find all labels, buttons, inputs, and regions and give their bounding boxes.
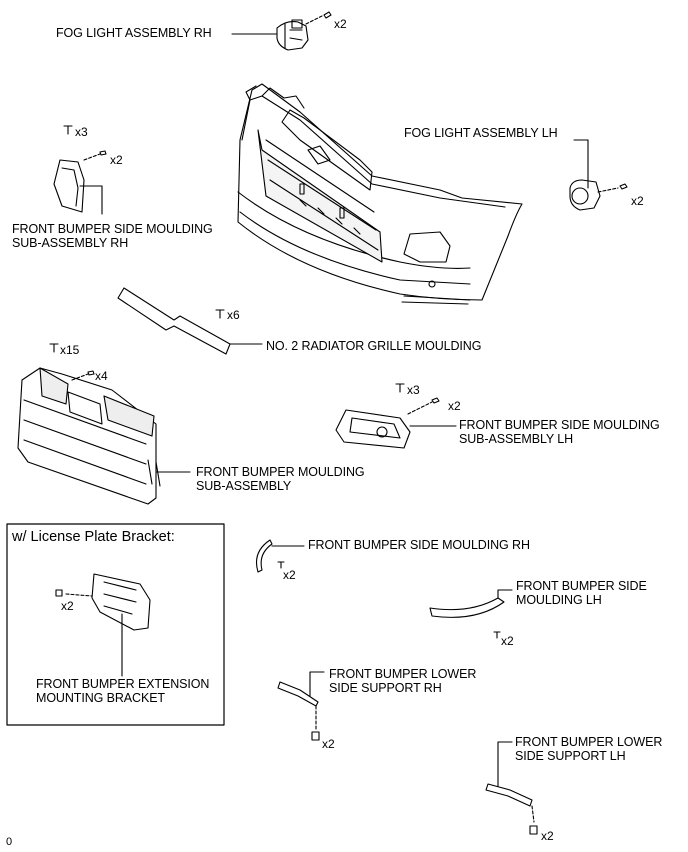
side-moulding-subassembly-rh-label-line1: FRONT BUMPER SIDE MOULDING	[12, 222, 213, 236]
bumper-moulding-subassembly-label-line2: SUB-ASSEMBLY	[196, 479, 292, 493]
qty-lower-lh-bolt: x2	[541, 829, 554, 843]
bumper-moulding-subassembly-part	[17, 343, 191, 505]
qty-moulding-clip: x15	[60, 343, 80, 357]
lower-side-support-lh-part	[485, 741, 538, 835]
fog-light-rh-label: FOG LIGHT ASSEMBLY RH	[56, 26, 212, 40]
bumper-moulding-subassembly-label-line1: FRONT BUMPER MOULDING	[196, 465, 365, 479]
lower-side-support-rh-label-line1: FRONT BUMPER LOWER	[329, 667, 477, 681]
radiator-grille-moulding-part	[117, 287, 263, 355]
fog-light-lh-label: FOG LIGHT ASSEMBLY LH	[404, 126, 558, 140]
qty-lower-rh-bolt: x2	[322, 737, 335, 751]
side-moulding-subassembly-lh-part	[335, 383, 457, 449]
qty-moulding-screw: x4	[95, 369, 108, 383]
qty-side-lh-clip: x3	[407, 383, 420, 397]
qty-side-moulding-rh-clip: x2	[283, 568, 296, 582]
side-moulding-subassembly-rh-part	[53, 125, 107, 215]
qty-side-lh-screw: x2	[448, 399, 461, 413]
side-moulding-lh-label-line2: MOULDING LH	[516, 593, 602, 607]
fog-light-lh-part	[569, 139, 628, 211]
qty-bracket-screw: x2	[61, 599, 74, 613]
side-moulding-subassembly-rh-label-line2: SUB-ASSEMBLY RH	[12, 236, 129, 250]
side-moulding-subassembly-lh-label-line2: SUB-ASSEMBLY LH	[459, 432, 574, 446]
side-moulding-subassembly-lh-label-line1: FRONT BUMPER SIDE MOULDING	[459, 418, 660, 432]
side-moulding-rh-part	[255, 539, 305, 573]
qty-side-rh-clip: x3	[75, 125, 88, 139]
lower-side-support-rh-label-line2: SIDE SUPPORT RH	[329, 681, 442, 695]
side-moulding-rh-label: FRONT BUMPER SIDE MOULDING RH	[308, 538, 530, 552]
qty-fog-rh-bolt: x2	[334, 17, 347, 31]
figure-reference: 0	[6, 836, 13, 848]
qty-side-moulding-lh-clip: x2	[501, 634, 514, 648]
fog-light-rh-part	[231, 11, 332, 51]
license-plate-bracket-inset	[6, 523, 225, 726]
qty-grille-clip: x6	[227, 308, 240, 322]
inset-title: w/ License Plate Bracket:	[12, 529, 175, 545]
qty-side-rh-screw: x2	[110, 153, 123, 167]
qty-fog-lh-bolt: x2	[631, 194, 644, 208]
extension-bracket-label-line2: MOUNTING BRACKET	[36, 691, 165, 705]
side-moulding-lh-part	[429, 589, 513, 639]
lower-side-support-lh-label-line1: FRONT BUMPER LOWER	[515, 735, 663, 749]
side-moulding-lh-label-line1: FRONT BUMPER SIDE	[516, 579, 647, 593]
lower-side-support-rh-part	[277, 671, 325, 741]
lower-side-support-lh-label-line2: SIDE SUPPORT LH	[515, 749, 626, 763]
front-bumper-cover	[237, 83, 523, 305]
radiator-grille-moulding-label: NO. 2 RADIATOR GRILLE MOULDING	[266, 339, 482, 353]
extension-bracket-label-line1: FRONT BUMPER EXTENSION	[36, 677, 210, 691]
